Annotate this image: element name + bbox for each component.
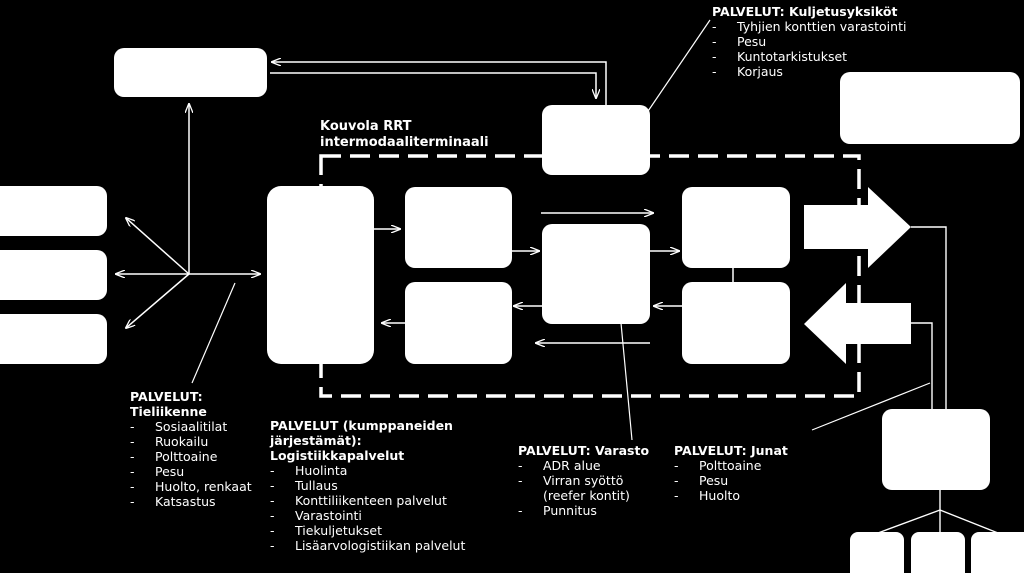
service-item: Ruokailu <box>130 434 252 449</box>
service-item: Lisäarvologistiikan palvelut <box>270 538 465 553</box>
service-item: Sosiaalitilat <box>130 419 252 434</box>
outbound-box <box>405 282 512 364</box>
inbound-box <box>405 187 512 268</box>
destination-box-3 <box>971 532 1024 573</box>
services-container-units: PALVELUT: Kuljetusyksiköt Tyhjien kontti… <box>712 4 906 79</box>
service-item: Korjaus <box>712 64 906 79</box>
service-item: Polttoaine <box>130 449 252 464</box>
services-heading: PALVELUT: Kuljetusyksiköt <box>712 4 898 19</box>
rail-connectors <box>877 226 999 534</box>
service-item: Tullaus <box>270 478 465 493</box>
top-left-box <box>114 48 267 97</box>
destination-box-1 <box>850 532 904 573</box>
service-item: Polttoaine <box>674 458 788 473</box>
left-box-3 <box>0 314 107 364</box>
service-item: Katsastus <box>130 494 252 509</box>
service-item: Punnitus <box>518 503 649 518</box>
service-item: Huolto <box>674 488 788 503</box>
service-item: Pesu <box>674 473 788 488</box>
services-trains: PALVELUT: Junat Polttoaine Pesu Huolto <box>674 443 788 503</box>
service-item: Huolinta <box>270 463 465 478</box>
container-unit-box <box>542 105 650 175</box>
service-item: Varastointi <box>270 508 465 523</box>
service-item: Kuntotarkistukset <box>712 49 906 64</box>
services-heading: PALVELUT: Junat <box>674 443 788 458</box>
road-hub-connectors <box>116 104 260 328</box>
services-heading: Logistiikkapalvelut <box>270 448 405 463</box>
callout-lines <box>191 19 931 441</box>
services-logistics: PALVELUT (kumppaneiden järjestämät): Log… <box>270 418 465 553</box>
top-connectors <box>270 62 607 105</box>
gate-box <box>267 186 374 364</box>
terminal-title: Kouvola RRT intermodaaliterminaali <box>320 119 489 150</box>
storage-box <box>542 224 650 324</box>
service-item: ADR alue <box>518 458 649 473</box>
left-box-1 <box>0 186 107 236</box>
services-heading: PALVELUT: Varasto <box>518 443 650 458</box>
service-item: Pesu <box>712 34 906 49</box>
terminal-flow-arrows <box>374 213 734 343</box>
top-right-box <box>840 72 1020 144</box>
services-heading: PALVELUT (kumppaneiden <box>270 418 453 433</box>
services-road-traffic: PALVELUT: Tieliikenne Sosiaalitilat Ruok… <box>130 389 252 509</box>
services-heading: PALVELUT: <box>130 389 203 404</box>
service-item: Tyhjien konttien varastointi <box>712 19 906 34</box>
destination-box-2 <box>911 532 965 573</box>
service-item: Konttiliikenteen palvelut <box>270 493 465 508</box>
train-box <box>882 409 990 490</box>
services-heading: Tieliikenne <box>130 404 207 419</box>
service-item: Virran syöttö <box>518 473 649 488</box>
left-box-2 <box>0 250 107 300</box>
service-item: Tiekuljetukset <box>270 523 465 538</box>
services-storage: PALVELUT: Varasto ADR alue Virran syöttö… <box>518 443 649 518</box>
rail-loading-box <box>682 187 790 268</box>
inbound-block-arrow <box>804 283 911 364</box>
outbound-block-arrow <box>804 187 911 268</box>
service-item: Huolto, renkaat <box>130 479 252 494</box>
rail-unloading-box <box>682 282 790 364</box>
services-heading: järjestämät): <box>270 433 362 448</box>
service-item: Pesu <box>130 464 252 479</box>
service-item-continuation: (reefer kontit) <box>543 488 630 503</box>
